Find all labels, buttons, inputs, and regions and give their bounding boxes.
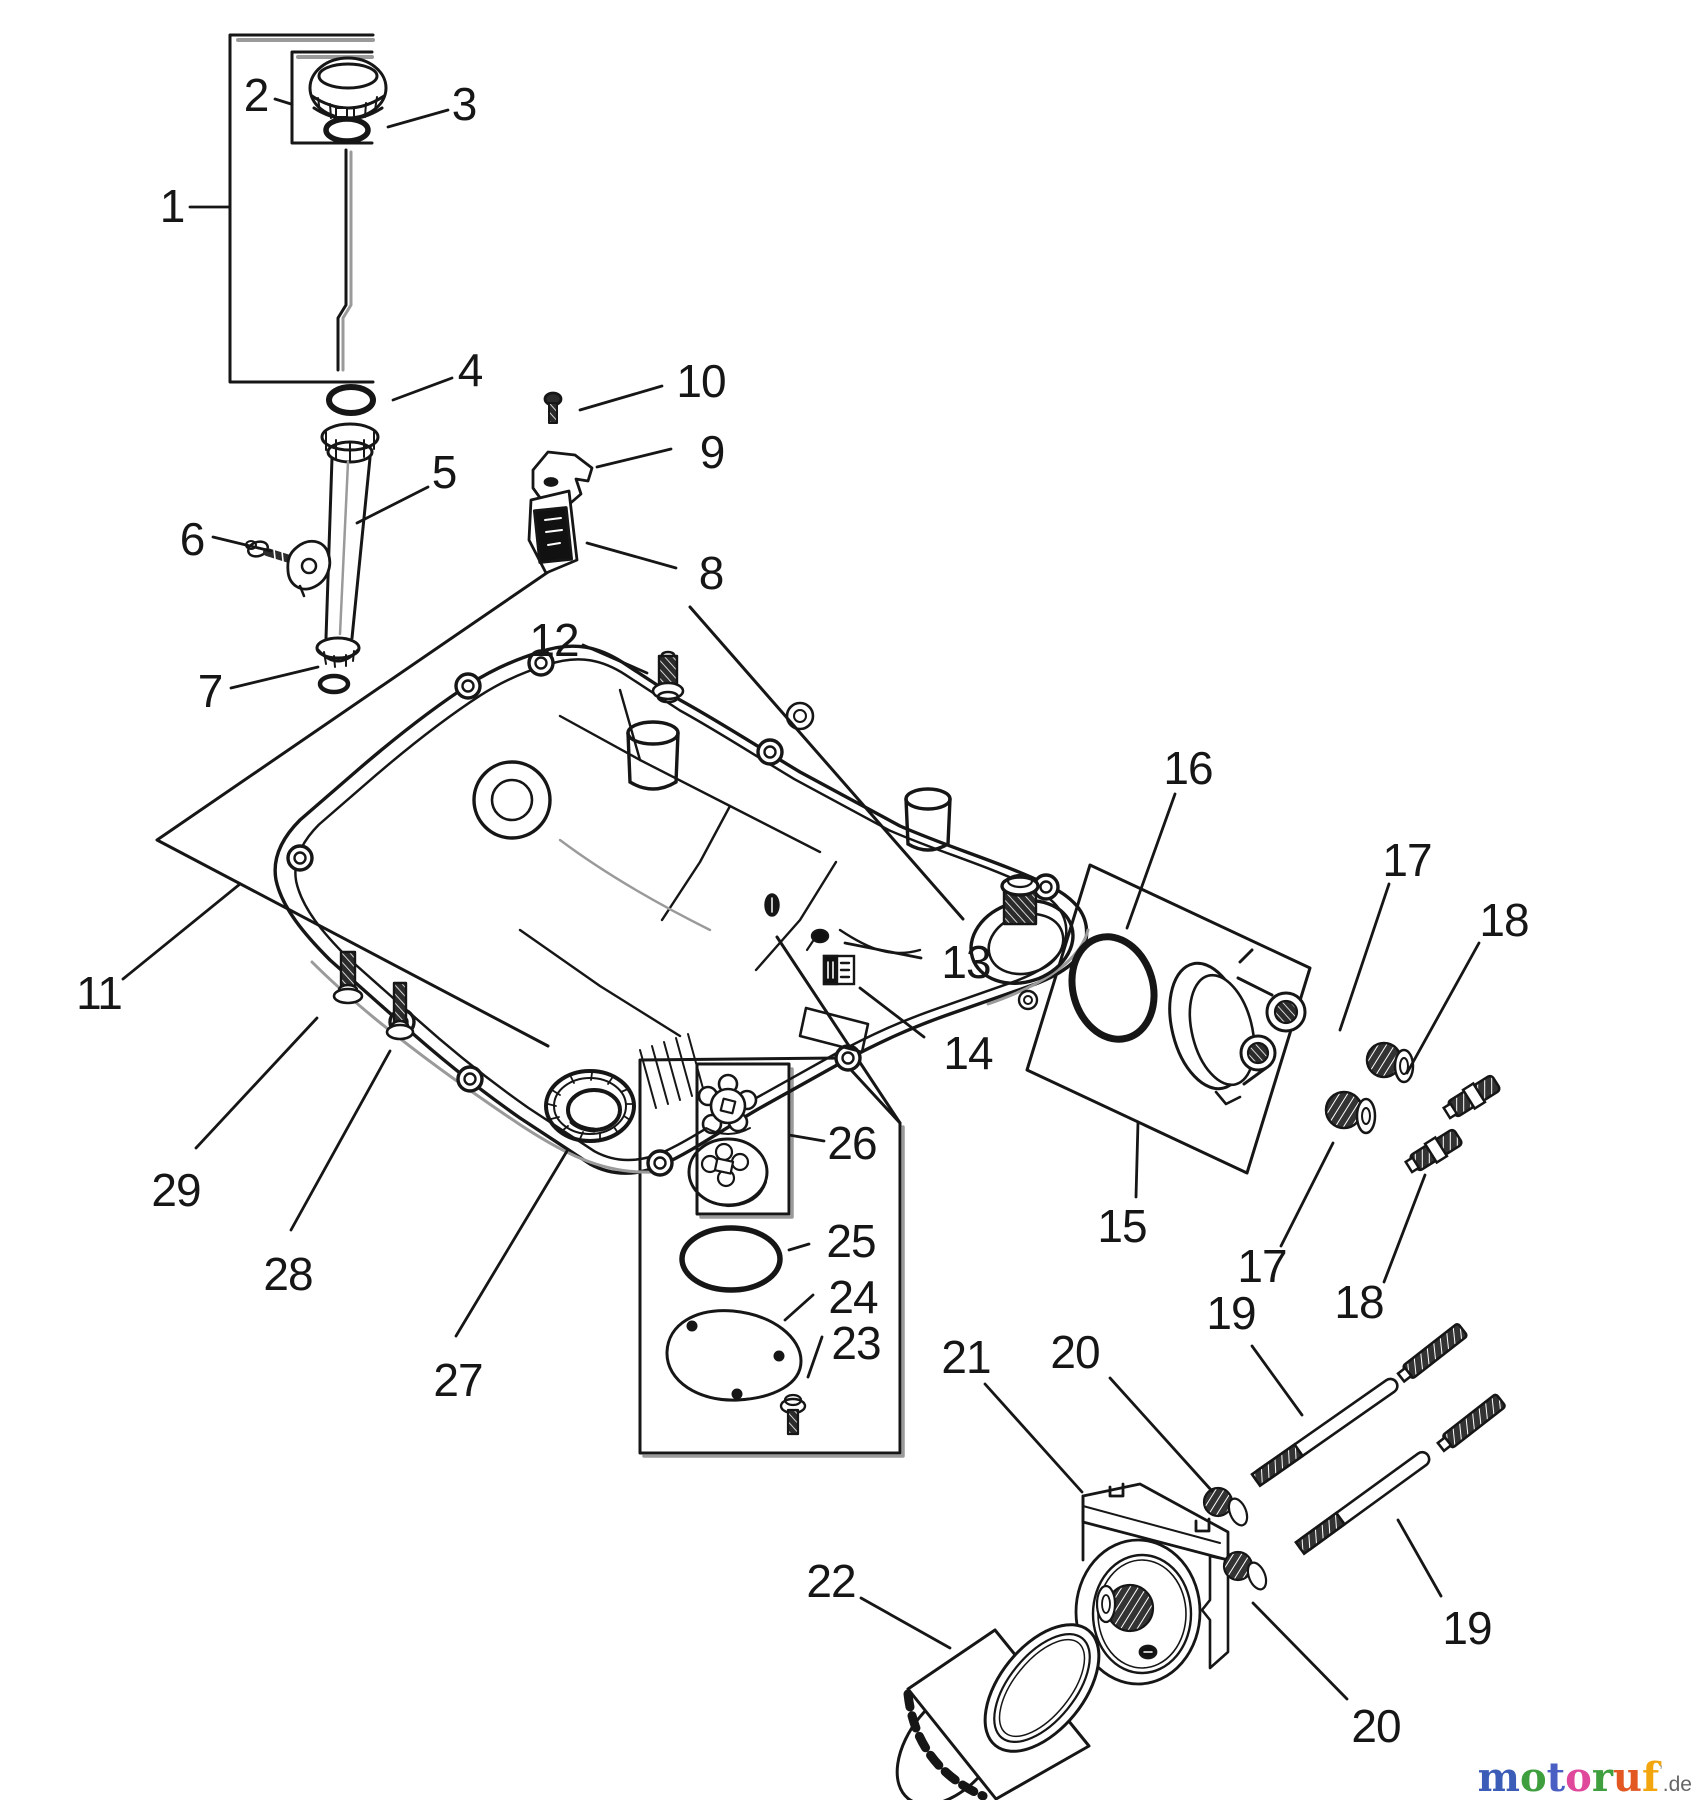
- leader-line-17b: [1279, 1141, 1335, 1248]
- part-label-18a: 18: [1479, 894, 1529, 946]
- watermark-logo: motoruf’.de: [1478, 1758, 1692, 1798]
- part-label-12: 12: [529, 614, 579, 666]
- leader-line-9: [595, 447, 673, 469]
- watermark-letter: r: [1591, 1754, 1613, 1800]
- plug-and-switch: [805, 928, 856, 986]
- fittings-17-18: [1324, 1041, 1501, 1174]
- leader-line-18b: [1382, 1173, 1427, 1284]
- watermark-trademark: ’: [1659, 1763, 1663, 1781]
- leader-line-8: [585, 541, 678, 570]
- part-label-7: 7: [197, 665, 224, 717]
- leader-line-17a: [1338, 882, 1391, 1032]
- oil-pan: [273, 644, 1090, 1177]
- part-label-14: 14: [943, 1027, 993, 1079]
- part-label-15: 15: [1097, 1200, 1147, 1252]
- leader-line-6: [211, 535, 273, 553]
- leader-line-25: [787, 1242, 811, 1252]
- leader-line-18a: [1405, 941, 1481, 1075]
- leader-line-13: [843, 941, 923, 960]
- leader-line-15: [1134, 1120, 1140, 1199]
- leader-line-19b: [1396, 1518, 1443, 1598]
- part-label-20b: 20: [1351, 1700, 1401, 1752]
- leader-line-7: [229, 665, 320, 690]
- dipstick-tube: [245, 422, 380, 695]
- adapter-o-ring: [1068, 933, 1158, 1043]
- pump-inner-rotor: [697, 1073, 758, 1135]
- watermark-letter: o: [1565, 1754, 1592, 1800]
- leader-line-26: [787, 1133, 826, 1143]
- oil-pump-parts: [665, 1073, 807, 1436]
- leader-line-3: [386, 108, 450, 129]
- part-label-26: 26: [827, 1117, 877, 1169]
- leader-line-4: [391, 376, 454, 402]
- part-label-24: 24: [828, 1271, 878, 1323]
- leader-line-2: [273, 97, 293, 106]
- part-label-28: 28: [263, 1248, 313, 1300]
- leader-line-29: [194, 1016, 319, 1150]
- part-label-18b: 18: [1334, 1276, 1384, 1328]
- watermark-letter: o: [1519, 1754, 1547, 1800]
- part-label-19b: 19: [1442, 1602, 1492, 1654]
- pan-bolts: [332, 650, 685, 1041]
- leader-line-19a: [1250, 1344, 1304, 1417]
- leader-lines: [121, 97, 1481, 1701]
- leader-line-28: [289, 1049, 392, 1232]
- leader-line-23: [806, 1335, 824, 1379]
- oil-seal: [544, 1069, 636, 1143]
- leader-line-5: [355, 485, 430, 525]
- part-label-8: 8: [698, 547, 725, 599]
- leader-line-20a: [1108, 1376, 1214, 1493]
- leader-line-16: [1125, 792, 1177, 930]
- part-label-27: 27: [433, 1354, 483, 1406]
- watermark-letter: f: [1642, 1754, 1660, 1800]
- part-label-16: 16: [1163, 742, 1213, 794]
- part-label-6: 6: [179, 513, 206, 565]
- oil-lines: [1250, 1323, 1506, 1556]
- leader-line-22: [859, 1596, 952, 1650]
- leader-line-14: [858, 986, 926, 1039]
- part-label-4: 4: [457, 344, 484, 396]
- part-label-9: 9: [699, 426, 726, 478]
- oil-filter: [895, 1623, 1101, 1800]
- bracket-shield-group: [527, 391, 594, 575]
- part-label-17a: 17: [1382, 834, 1432, 886]
- part-label-29: 29: [151, 1164, 201, 1216]
- leader-line-21: [983, 1382, 1084, 1494]
- dipstick-assembly: [308, 56, 388, 416]
- leader-line-27: [454, 1149, 569, 1338]
- part-label-20a: 20: [1050, 1326, 1100, 1378]
- part-label-10: 10: [676, 355, 726, 407]
- part-label-19a: 19: [1206, 1287, 1256, 1339]
- part-label-5: 5: [431, 446, 458, 498]
- part-label-23: 23: [831, 1317, 881, 1369]
- part-label-25: 25: [826, 1215, 876, 1267]
- part-label-22: 22: [806, 1555, 856, 1607]
- adapter-group: [1068, 933, 1307, 1106]
- part-label-21: 21: [941, 1331, 991, 1383]
- watermark-suffix: .de: [1662, 1773, 1692, 1796]
- leader-line-12: [581, 643, 649, 675]
- leader-line-11: [121, 882, 242, 981]
- frame-lines: [155, 33, 1312, 1458]
- part-label-17b: 17: [1237, 1240, 1287, 1292]
- leader-line-10: [578, 384, 664, 412]
- part-label-13: 13: [941, 936, 991, 988]
- part-label-11: 11: [76, 967, 123, 1019]
- pump-outer-rotor: [687, 1137, 769, 1208]
- part-label-3: 3: [451, 78, 478, 130]
- watermark-letter: t: [1546, 1754, 1566, 1800]
- part-label-1: 1: [159, 180, 186, 232]
- filter-bracket: [1074, 1482, 1268, 1686]
- watermark-letter: u: [1612, 1754, 1643, 1800]
- leader-line-20b: [1251, 1601, 1349, 1701]
- watermark-letter: m: [1477, 1754, 1520, 1800]
- part-label-2: 2: [243, 69, 270, 121]
- leader-line-24: [783, 1293, 815, 1322]
